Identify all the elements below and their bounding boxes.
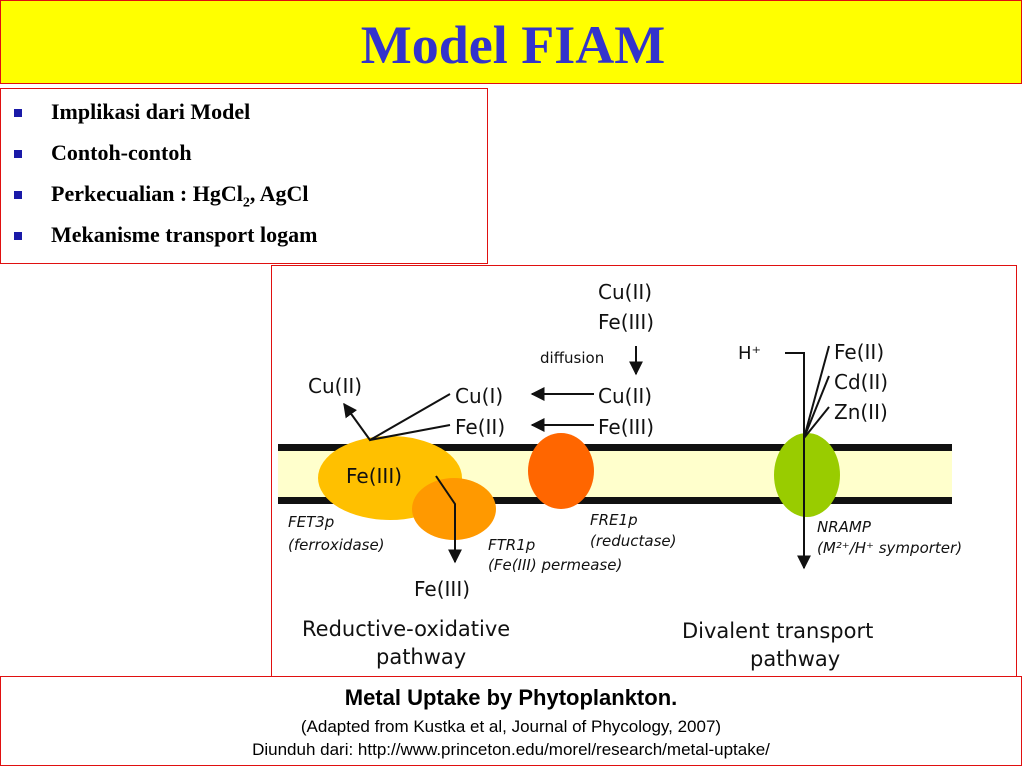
caption-source-link[interactable]: Diunduh dari: http://www.princeton.edu/m…	[252, 740, 770, 759]
ferroxidase-label: (ferroxidase)	[288, 536, 385, 554]
bullet-square-icon	[14, 191, 22, 199]
reductive-pathway-label-line1: Reductive-oxidative	[302, 617, 510, 641]
fe-iii-bottom-label: Fe(III)	[414, 577, 470, 601]
fe-ii-left-label: Fe(II)	[455, 415, 505, 439]
caption-box: Metal Uptake by Phytoplankton. (Adapted …	[0, 676, 1022, 766]
nramp-label: NRAMP	[817, 518, 872, 536]
bullet-text: Contoh-contoh	[51, 140, 192, 165]
membrane-top-line	[278, 444, 952, 451]
caption-adapted-note: (Adapted from Kustka et al, Journal of P…	[300, 717, 722, 736]
bullet-text-part: , AgCl	[249, 181, 309, 206]
subscript: 2	[242, 195, 250, 211]
membrane-bottom-line	[278, 497, 952, 504]
reductive-pathway-label-line2: pathway	[376, 645, 466, 669]
metal-uptake-diagram: Cu(II) Fe(III) diffusion Cu(II) Fe(III) …	[278, 280, 962, 671]
cd-ii-line	[803, 375, 830, 439]
caption-title: Metal Uptake by Phytoplankton.	[344, 685, 678, 710]
bullet-square-icon	[14, 232, 22, 240]
zn-ii-line	[803, 406, 830, 439]
ftr1p-desc-label: (Fe(III) permease)	[488, 556, 622, 574]
bullet-square-icon	[14, 150, 22, 158]
cu-ii-oxidized-label: Cu(II)	[308, 374, 362, 398]
cu-ii-mid-label: Cu(II)	[598, 384, 652, 408]
figure-frame: Cu(II) Fe(III) diffusion Cu(II) Fe(III) …	[271, 265, 1017, 681]
fet3p-label: FET3p	[288, 513, 334, 531]
slide-title: Model FIAM	[360, 15, 666, 75]
fe-iii-top-label: Fe(III)	[598, 310, 654, 334]
bullet-text-part: Perkecualian : HgCl	[51, 181, 243, 206]
fe-uptake-arrow	[435, 475, 462, 564]
reductase-label: (reductase)	[590, 532, 677, 550]
fe-iii-in-fet3p-label: Fe(III)	[346, 464, 402, 488]
nramp-ellipse	[774, 433, 840, 517]
cu-ii-top-label: Cu(II)	[598, 280, 652, 304]
divalent-pathway-label-line1: Divalent transport	[682, 619, 873, 643]
bullet-square-icon	[14, 109, 22, 117]
fre1p-label: FRE1p	[590, 511, 638, 529]
fe-ii-line	[803, 345, 830, 439]
nramp-transport-arrow	[785, 352, 811, 570]
cd-ii-label: Cd(II)	[834, 370, 888, 394]
ftr1p-label: FTR1p	[488, 536, 535, 554]
bullet-list: Implikasi dari Model Contoh-contoh Perke…	[0, 88, 488, 264]
zn-ii-label: Zn(II)	[834, 400, 888, 424]
fre1p-ellipse	[528, 433, 594, 509]
symporter-label: (M²⁺/H⁺ symporter)	[817, 539, 962, 557]
bullet-text: Mekanisme transport logam	[51, 222, 318, 247]
fe-iii-mid-label: Fe(III)	[598, 415, 654, 439]
cu-oxidation-arrow	[343, 393, 451, 442]
diffusion-label: diffusion	[540, 349, 604, 367]
fe-ii-right-label: Fe(II)	[834, 340, 884, 364]
fe-oxidation-line	[369, 424, 451, 441]
bullet-text: Perkecualian : HgCl2, AgCl	[51, 179, 309, 218]
title-bar: Model FIAM	[0, 0, 1022, 84]
h-plus-label: H⁺	[738, 343, 761, 364]
bullet-text: Implikasi dari Model	[51, 99, 251, 124]
divalent-pathway-label-line2: pathway	[750, 647, 840, 671]
cu-i-label: Cu(I)	[455, 384, 503, 408]
